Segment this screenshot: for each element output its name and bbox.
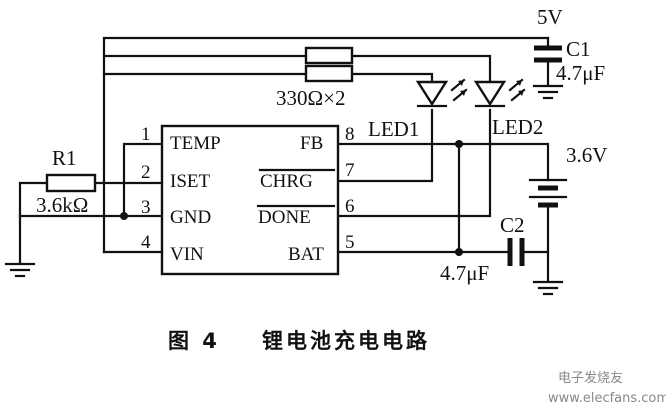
r1-value: 3.6kΩ — [36, 193, 88, 217]
c1-value: 4.7μF — [556, 61, 605, 85]
pin-name: BAT — [288, 244, 324, 265]
resistor-led1 — [304, 64, 354, 83]
junction-dots — [120, 140, 463, 256]
pin-name: CHRG — [260, 171, 313, 192]
pin-number: 6 — [345, 196, 355, 217]
pin-number: 3 — [141, 197, 151, 218]
capacitor-c1 — [534, 45, 562, 63]
r1-name: R1 — [52, 146, 77, 170]
resistor-led2 — [304, 46, 354, 65]
watermark-url: www.elecfans.com — [548, 391, 666, 406]
wires — [18, 36, 550, 282]
resistor-r1 — [45, 173, 97, 193]
pin-number: 8 — [345, 124, 355, 145]
pin-name: VIN — [170, 244, 204, 265]
pin-name: FB — [300, 133, 323, 154]
ground-symbol — [532, 84, 564, 100]
led2-label: LED2 — [492, 115, 543, 139]
pin-name: GND — [170, 207, 211, 228]
watermark-name: 电子发烧友 — [558, 370, 623, 386]
figure-title: 锂电池充电电路 — [262, 329, 430, 353]
pin-name: DONE — [258, 207, 311, 228]
pin-number: 5 — [345, 232, 355, 253]
led2-symbol — [473, 78, 526, 108]
pin-number: 1 — [141, 124, 151, 145]
battery-voltage: 3.6V — [566, 143, 607, 167]
ground-symbol — [532, 280, 564, 296]
charger-ic-body — [160, 124, 340, 276]
led-resistor-value: 330Ω×2 — [276, 86, 345, 110]
pin-number: 7 — [345, 160, 355, 181]
c1-name: C1 — [566, 37, 591, 61]
battery-symbol — [528, 178, 568, 208]
c2-value: 4.7μF — [440, 261, 489, 285]
figure-number: 图 4 — [168, 329, 220, 353]
ground-symbol — [4, 262, 36, 278]
pin-number: 4 — [141, 232, 151, 253]
led1-label: LED1 — [368, 117, 419, 141]
pin-name: ISET — [170, 171, 211, 192]
led1-symbol — [415, 78, 468, 108]
c2-name: C2 — [500, 213, 525, 237]
pin-number: 2 — [141, 162, 151, 183]
supply-voltage: 5V — [537, 5, 563, 29]
pin-name: TEMP — [170, 133, 221, 154]
capacitor-c2 — [507, 238, 525, 266]
